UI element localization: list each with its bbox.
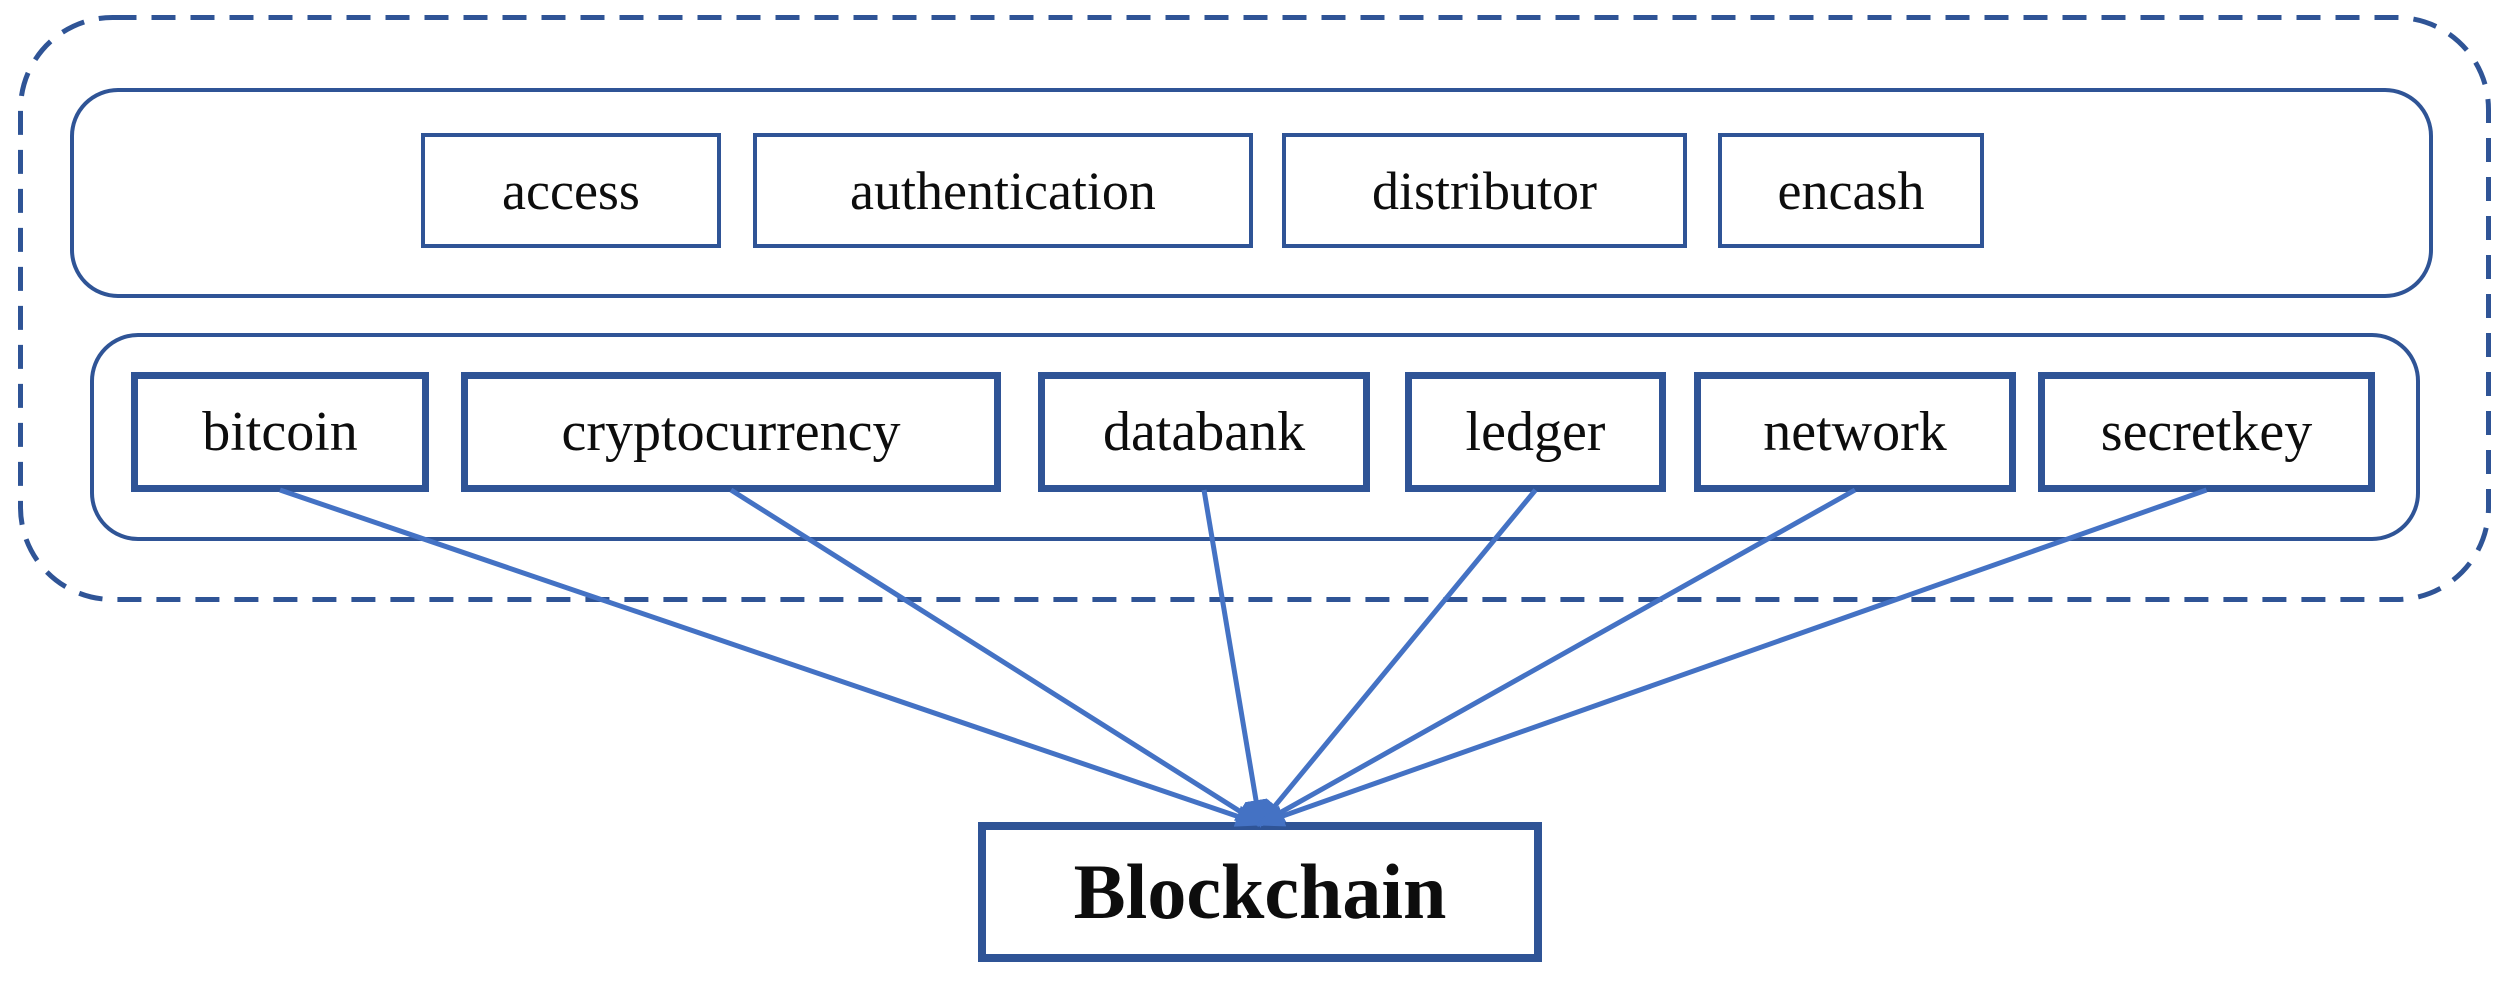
node-encash: encash bbox=[1718, 133, 1984, 248]
node-databank: databank bbox=[1038, 372, 1370, 492]
node-bitcoin: bitcoin bbox=[131, 372, 429, 492]
node-encash-label: encash bbox=[1777, 160, 1925, 221]
node-access: access bbox=[421, 133, 721, 248]
node-authentication: authentication bbox=[753, 133, 1253, 248]
node-secretkey: secretkey bbox=[2038, 372, 2375, 492]
node-network: network bbox=[1694, 372, 2016, 492]
node-blockchain-label: Blockchain bbox=[1073, 848, 1447, 935]
node-network-label: network bbox=[1763, 401, 1947, 463]
node-distributor-label: distributor bbox=[1372, 160, 1597, 221]
node-secretkey-label: secretkey bbox=[2100, 401, 2313, 463]
node-blockchain: Blockchain bbox=[978, 822, 1542, 962]
node-authentication-label: authentication bbox=[850, 160, 1156, 221]
node-distributor: distributor bbox=[1282, 133, 1687, 248]
node-access-label: access bbox=[502, 160, 640, 221]
node-ledger-label: ledger bbox=[1465, 401, 1606, 463]
node-cryptocurrency-label: cryptocurrency bbox=[561, 401, 901, 463]
node-bitcoin-label: bitcoin bbox=[202, 401, 358, 463]
node-cryptocurrency: cryptocurrency bbox=[461, 372, 1001, 492]
node-ledger: ledger bbox=[1405, 372, 1666, 492]
node-databank-label: databank bbox=[1102, 401, 1306, 463]
